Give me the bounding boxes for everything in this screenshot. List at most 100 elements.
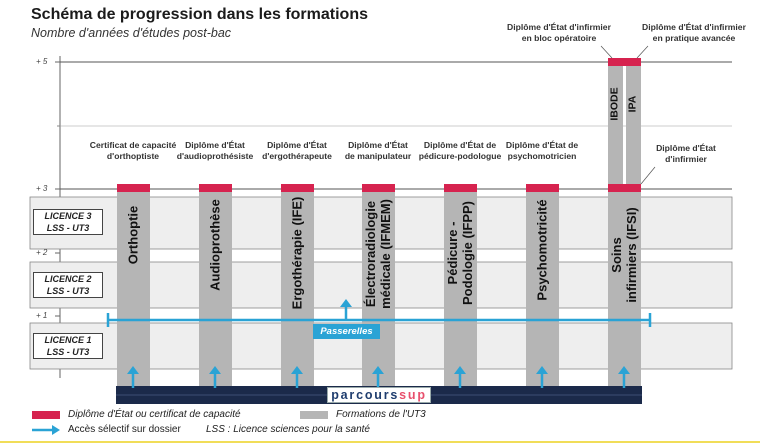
- diploma-label-orthoptie: Certificat de capacité d'orthoptiste: [90, 140, 176, 162]
- licence-2-label: LICENCE 2 LSS - UT3: [33, 272, 103, 298]
- bar-label-electroradiologie-line1: Électroradiologie: [363, 200, 378, 308]
- legend-arrow-head: [52, 425, 60, 435]
- access-arrowhead-orthoptie: [127, 366, 139, 374]
- legend-formations-swatch: [300, 411, 328, 419]
- legend-lss-text: LSS : Licence sciences pour la santé: [206, 424, 370, 435]
- access-arrowhead-audioprothese: [209, 366, 221, 374]
- diploma-ipa-line1: Diplôme d'État d'infirmier: [642, 22, 746, 32]
- tick-label-3: + 3: [36, 184, 48, 193]
- diploma-psychomotricite-line2: psychomotricien: [507, 151, 577, 161]
- passerelles-arrow-head: [340, 299, 352, 307]
- licence-3-line1: LICENCE 3: [44, 211, 92, 221]
- diploma-label-pedicure: Diplôme d'État de pédicure-podologue: [419, 140, 502, 162]
- bar-ergotherapie: [281, 189, 314, 390]
- diploma-label-ergotherapie: Diplôme d'État d'ergothérapeute: [262, 140, 332, 162]
- bar-ibode: [608, 62, 623, 189]
- diploma-marker-ibode-ipa: [608, 58, 641, 66]
- bar-label-ibode: IBODE: [608, 87, 621, 121]
- access-arrowhead-pedicure: [454, 366, 466, 374]
- licence-3-line2: LSS - UT3: [46, 222, 90, 233]
- diploma-ergotherapie-line2: d'ergothérapeute: [262, 151, 332, 161]
- diploma-psychomotricite-line1: Diplôme d'État de: [505, 140, 579, 150]
- diploma-marker-pedicure: [444, 184, 477, 192]
- bar-label-orthoptie: Orthoptie: [125, 205, 141, 265]
- diploma-ergotherapie-line1: Diplôme d'État: [267, 140, 327, 150]
- diploma-label-psychomotricite: Diplôme d'État de psychomotricien: [506, 140, 578, 162]
- access-arrows: [127, 366, 630, 388]
- legend-formations-text: Formations de l'UT3: [336, 409, 426, 420]
- bar-psychomotricite: [526, 189, 559, 390]
- bar-label-soins-line2: infirmiers (IFSI): [624, 207, 639, 303]
- parcoursup-logo-part2: sup: [399, 388, 427, 402]
- licence-3-label: LICENCE 3 LSS - UT3: [33, 209, 103, 235]
- bar-pedicure: [444, 189, 477, 390]
- bar-electroradiologie: [362, 189, 395, 390]
- parcoursup-logo-part1: parcours: [331, 388, 400, 402]
- bar-label-soins-infirmiers: Soins infirmiers (IFSI): [609, 207, 639, 302]
- tick-label-1: + 1: [36, 311, 48, 320]
- diploma-audioprothese-line2: d'audioprothésiste: [176, 151, 254, 161]
- bar-label-pedicure: Pédicure - Podologie (IFPP): [445, 201, 475, 305]
- diploma-orthoptie-line1: Certificat de capacité: [89, 140, 177, 150]
- connector-infirmier: [640, 166, 656, 185]
- diploma-marker-orthoptie: [117, 184, 150, 192]
- diploma-pedicure-line2: pédicure-podologue: [418, 151, 502, 161]
- bar-orthoptie: [117, 189, 150, 390]
- legend-diploma-swatch: [32, 411, 60, 419]
- access-arrowhead-soins-infirmiers: [618, 366, 630, 374]
- licence-2-line2: LSS - UT3: [46, 285, 90, 296]
- bar-soins-infirmiers: [608, 189, 641, 390]
- licence-1-label: LICENCE 1 LSS - UT3: [33, 333, 103, 359]
- passerelles-label: Passerelles: [313, 324, 380, 339]
- licence-1-line1: LICENCE 1: [44, 335, 92, 345]
- diploma-label-infirmier: Diplôme d'État d'infirmier: [656, 143, 716, 165]
- access-arrowhead-electroradiologie: [372, 366, 384, 374]
- tick-label-5: + 5: [36, 57, 48, 66]
- connector-ibode: [600, 45, 613, 59]
- diploma-label-ibode: Diplôme d'État d'infirmier en bloc opéra…: [507, 22, 611, 44]
- diploma-label-audioprothese: Diplôme d'État d'audioprothésiste: [177, 140, 254, 162]
- diploma-ibode-line2: en bloc opératoire: [521, 33, 597, 43]
- bar-label-psychomotricite: Psychomotricité: [534, 199, 550, 301]
- bar-label-electroradiologie: Électroradiologie médicale (IFMEM): [363, 199, 393, 309]
- diploma-audioprothese-line1: Diplôme d'État: [185, 140, 245, 150]
- page-subtitle: Nombre d'années d'études post-bac: [31, 26, 232, 40]
- bar-label-ipa: IPA: [626, 95, 639, 113]
- diploma-orthoptie-line2: d'orthoptiste: [106, 151, 160, 161]
- access-arrowhead-psychomotricite: [536, 366, 548, 374]
- footer-divider: [0, 441, 760, 443]
- diploma-ipa-line2: en pratique avancée: [652, 33, 736, 43]
- connector-ipa: [636, 45, 649, 59]
- tick-label-2: + 2: [36, 248, 48, 257]
- bar-label-ergotherapie: Ergothérapie (IFE): [289, 196, 305, 310]
- diploma-infirmier-line2: d'infirmier: [665, 154, 707, 164]
- page-title: Schéma de progression dans les formation…: [31, 6, 368, 23]
- bar-ipa: [626, 62, 641, 189]
- diploma-marker-soins-infirmiers: [608, 184, 641, 192]
- bar-label-pedicure-line1: Pédicure -: [445, 221, 460, 285]
- diploma-electroradiologie-line2: de manipulateur: [344, 151, 412, 161]
- diploma-marker-psychomotricite: [526, 184, 559, 192]
- diploma-infirmier-line1: Diplôme d'État: [656, 143, 716, 153]
- legend-diploma-text: Diplôme d'État ou certificat de capacité: [68, 409, 241, 420]
- legend-acces-text: Accès sélectif sur dossier: [68, 424, 181, 435]
- licence-2-line1: LICENCE 2: [44, 274, 92, 284]
- diploma-pedicure-line1: Diplôme d'État de: [423, 140, 497, 150]
- bar-label-pedicure-line2: Podologie (IFPP): [460, 201, 475, 305]
- bar-label-soins-line1: Soins: [609, 237, 624, 273]
- bar-label-audioprothese: Audioprothèse: [207, 199, 223, 291]
- bar-audioprothese: [199, 189, 232, 390]
- bar-label-electroradiologie-line2: médicale (IFMEM): [378, 199, 393, 309]
- diploma-marker-ergotherapie: [281, 184, 314, 192]
- parcoursup-logo: parcourssup: [327, 387, 431, 403]
- diploma-label-electroradiologie: Diplôme d'État de manipulateur: [345, 140, 411, 162]
- licence-1-line2: LSS - UT3: [46, 346, 90, 357]
- diploma-electroradiologie-line1: Diplôme d'État: [348, 140, 408, 150]
- diploma-ibode-line1: Diplôme d'État d'infirmier: [507, 22, 611, 32]
- diploma-marker-electroradiologie: [362, 184, 395, 192]
- diploma-label-ipa: Diplôme d'État d'infirmier en pratique a…: [642, 22, 746, 44]
- access-arrowhead-ergotherapie: [291, 366, 303, 374]
- diploma-marker-audioprothese: [199, 184, 232, 192]
